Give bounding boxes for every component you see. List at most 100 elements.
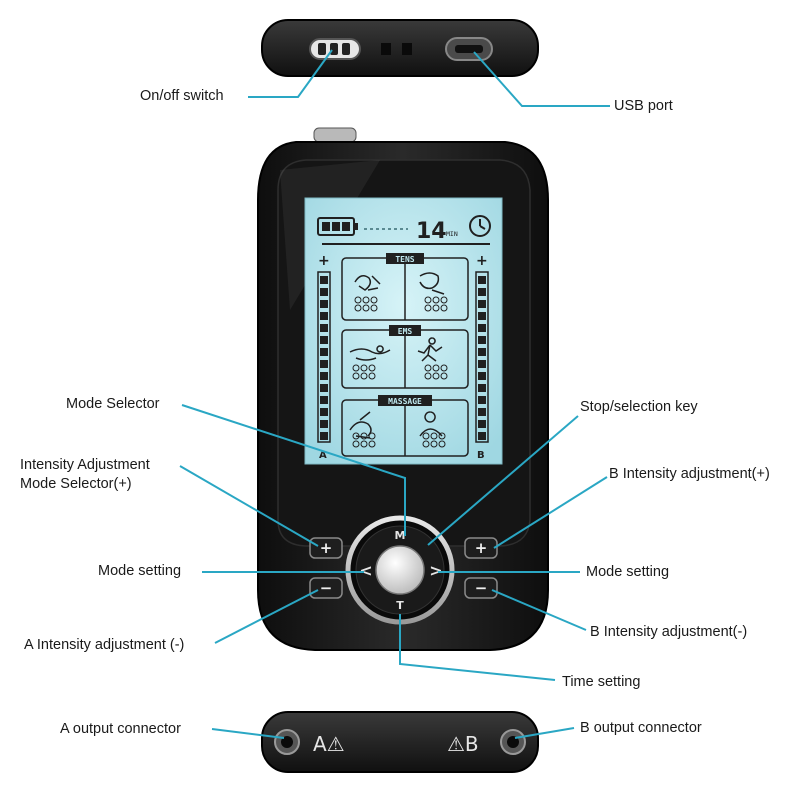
intensity-segment [320,348,328,356]
lcd-plus-b: + [476,253,488,269]
program-indicator [360,372,368,380]
label-stop-selection-key: Stop/selection key [580,399,698,415]
battery-icon [317,217,358,236]
tens-pictogram-right [419,272,445,295]
mode-right-key[interactable]: > [429,561,442,580]
program-indicator [370,304,378,312]
intensity-segment [320,432,328,440]
leader-stop-selection-key [427,415,579,546]
a-minus-button[interactable]: − [309,577,343,599]
program-indicator [360,440,368,448]
on-off-switch[interactable] [309,38,361,60]
intensity-segment [478,288,486,296]
intensity-segment [478,420,486,428]
program-indicator [432,364,440,372]
program-indicator [368,440,376,448]
a-minus-label: − [320,579,333,597]
intensity-segment [320,312,328,320]
program-indicator [360,364,368,372]
stop-selection-key[interactable] [375,545,425,595]
label-a-output-connector: A output connector [60,721,181,737]
lcd-channel-b: B [477,450,485,461]
intensity-segment [320,384,328,392]
clock-icon [469,215,491,237]
program-indicator [440,304,448,312]
program-indicator [440,372,448,380]
program-indicator [440,364,448,372]
a-plus-button[interactable]: + [309,537,343,559]
intensity-segment [320,372,328,380]
label-intensity-adjustment: Intensity Adjustment [20,457,150,473]
intensity-segment [320,420,328,428]
program-indicator [368,372,376,380]
intensity-segment [320,300,328,308]
intensity-segment [320,276,328,284]
leader-on-off-switch [248,49,333,98]
lcd-screen: 14 MIN + A + B TENS [304,197,503,465]
program-indicator [432,372,440,380]
label-mode-setting-right: Mode setting [586,564,670,580]
tens-label: TENS [395,255,414,264]
intensity-segment [478,348,486,356]
label-mode-setting-left: Mode setting [98,563,182,579]
top-edge-panel [261,19,539,77]
label-usb-port: USB port [614,98,673,114]
intensity-segment [320,396,328,404]
indicator-hole-1 [381,43,391,55]
program-indicator [352,432,360,440]
program-indicator [368,364,376,372]
intensity-segment [320,408,328,416]
label-b-intensity-minus: B Intensity adjustment(-) [590,624,748,640]
control-panel: M T < > + − + − [309,515,498,625]
timer-unit: MIN [446,230,458,238]
program-indicator [438,440,446,448]
intensity-segment [478,384,486,392]
program-indicator [422,432,430,440]
intensity-bar-b: + B [475,253,489,461]
leader-usb-port [473,51,610,107]
b-marking: ⚠B [447,732,479,756]
intensity-segment [478,432,486,440]
timer-value: 14 [416,219,447,244]
intensity-segment [478,396,486,404]
program-indicator [430,432,438,440]
massage-pictogram-left [349,411,372,439]
a-output-connector[interactable] [274,729,300,755]
program-indicator [352,364,360,372]
program-indicator [362,304,370,312]
leader-a-output [211,728,285,739]
intensity-segment [320,324,328,332]
label-on-off-switch: On/off switch [140,88,224,104]
program-indicator [370,296,378,304]
label-time-setting: Time setting [562,674,641,690]
mode-left-key[interactable]: < [359,561,372,580]
lcd-channel-a: A [319,450,327,461]
program-indicator [432,296,440,304]
intensity-segment [478,300,486,308]
program-indicator [424,364,432,372]
intensity-segment [320,360,328,368]
leader-time-setting [399,614,556,681]
b-output-connector[interactable] [500,729,526,755]
mode-key-m[interactable]: M [395,529,406,542]
program-indicator [430,440,438,448]
b-plus-label: + [475,539,488,557]
program-indicator [422,440,430,448]
program-indicator [424,296,432,304]
program-indicator [354,296,362,304]
program-indicator [362,296,370,304]
time-key-t[interactable]: T [396,599,404,612]
intensity-segment [478,372,486,380]
ems-label: EMS [398,327,413,336]
b-minus-button[interactable]: − [464,577,498,599]
program-indicator [440,296,448,304]
usb-port[interactable] [445,37,493,61]
program-indicator [424,372,432,380]
intensity-bar-a: + A [317,253,331,461]
label-b-intensity-plus: B Intensity adjustment(+) [609,466,770,482]
b-plus-button[interactable]: + [464,537,498,559]
lcd-section-ems: EMS [341,325,469,389]
a-marking: A⚠ [313,732,345,756]
program-indicator [368,432,376,440]
